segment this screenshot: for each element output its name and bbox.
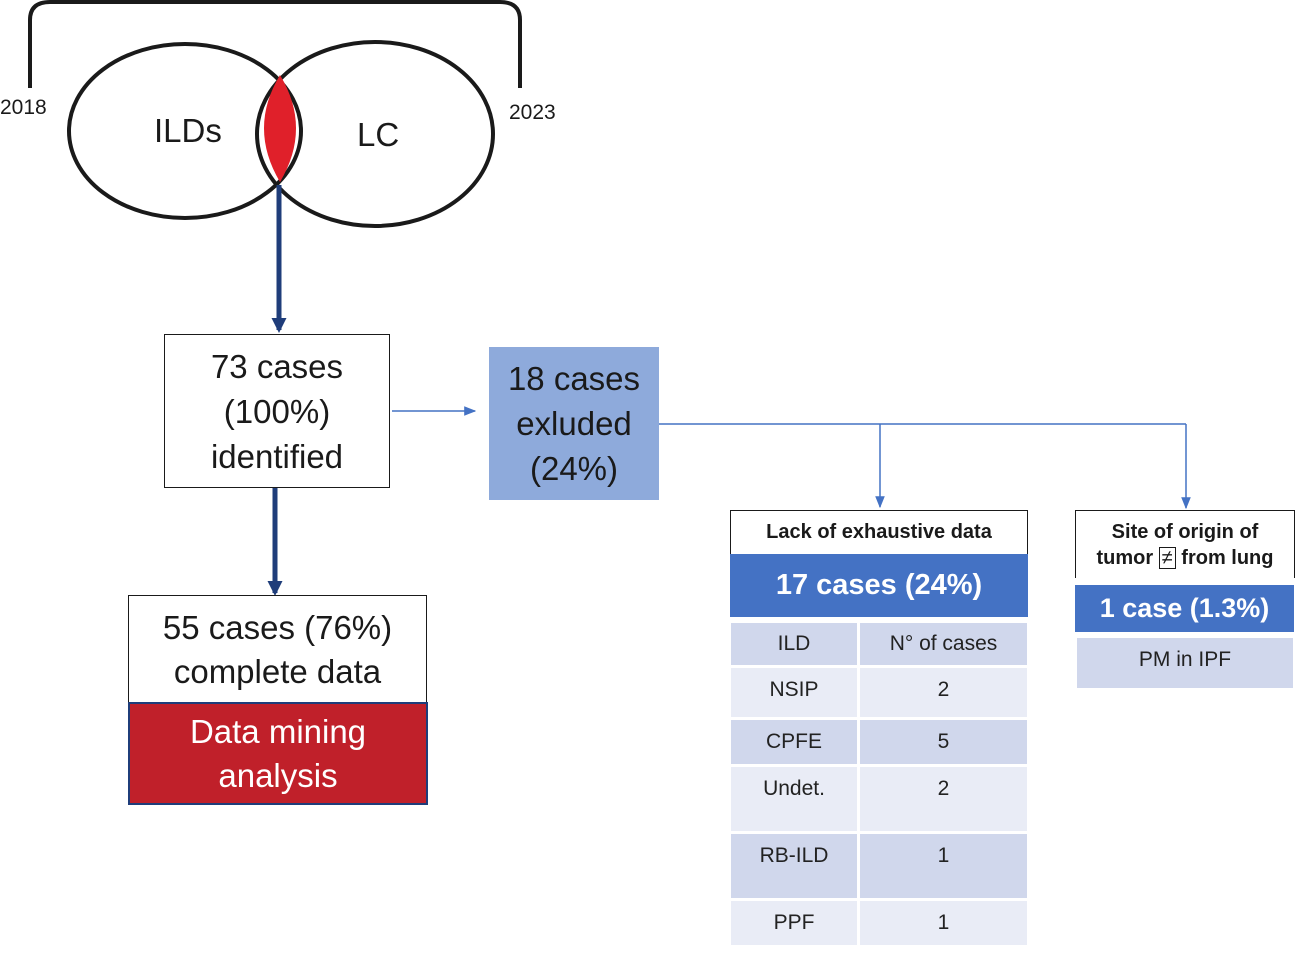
identified-box: 73 cases (100%) identified	[164, 334, 390, 488]
ilds-circle	[67, 42, 303, 220]
complete-line-1: 55 cases (76%)	[162, 608, 393, 646]
table-row-count: 2	[860, 668, 1027, 717]
lack-data-count: 17 cases (24%)	[730, 554, 1028, 617]
table-row-count: 1	[860, 901, 1027, 945]
excluded-line-1: 18 cases	[507, 360, 641, 397]
year-start-label: 2018	[0, 96, 47, 119]
year-bracket	[28, 0, 522, 88]
other-origin-header-line-1: Site of origin of	[1111, 520, 1259, 543]
table-header-ild: ILD	[731, 623, 857, 665]
analysis-line-1: Data mining	[189, 712, 367, 750]
other-origin-tumor-text: tumor	[1096, 546, 1154, 569]
lc-label: LC	[357, 116, 400, 153]
table-row-count: 1	[860, 834, 1027, 898]
ilds-label: ILDs	[154, 112, 222, 149]
lc-circle	[255, 40, 495, 228]
table-row-count: 5	[860, 720, 1027, 764]
other-origin-header: Site of origin of tumor ≠ from lung	[1075, 510, 1295, 578]
table-row-ild: Undet.	[731, 767, 857, 831]
excluded-line-2: exluded	[516, 405, 632, 442]
excluded-box: 18 cases exluded (24%)	[489, 347, 659, 500]
excluded-line-3: (24%)	[529, 450, 619, 487]
other-origin-lung-text: from lung	[1181, 546, 1274, 569]
year-end-label: 2023	[509, 101, 556, 124]
lack-data-header: Lack of exhaustive data	[730, 510, 1028, 554]
table-row-ild: CPFE	[731, 720, 857, 764]
other-origin-header-line-2: tumor ≠ from lung	[1097, 545, 1274, 571]
table-row-count: 2	[860, 767, 1027, 831]
other-origin-count: 1 case (1.3%)	[1075, 585, 1294, 632]
table-row-ild: NSIP	[731, 668, 857, 717]
identified-line-2: (100%)	[223, 392, 331, 430]
table-row-ild: RB-ILD	[731, 834, 857, 898]
complete-data-box: 55 cases (76%) complete data	[128, 595, 427, 704]
not-equal-symbol: ≠	[1158, 546, 1176, 569]
other-origin-detail: PM in IPF	[1077, 638, 1293, 688]
identified-line-3: identified	[210, 437, 344, 475]
data-mining-analysis-box: Data mining analysis	[128, 702, 428, 805]
table-header-count: N° of cases	[860, 623, 1027, 665]
identified-line-1: 73 cases	[210, 347, 344, 385]
table-row-ild: PPF	[731, 901, 857, 945]
analysis-line-2: analysis	[218, 756, 338, 794]
lack-data-header-text: Lack of exhaustive data	[766, 521, 992, 543]
venn-overlap	[264, 75, 296, 182]
complete-line-2: complete data	[173, 652, 382, 690]
